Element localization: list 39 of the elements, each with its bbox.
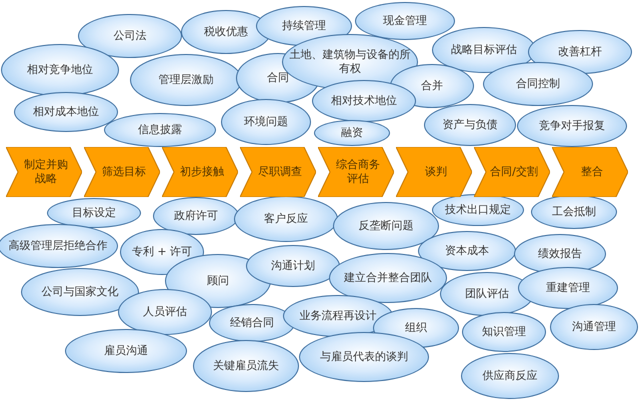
topic-ellipse: 沟通计划: [246, 245, 340, 287]
topic-ellipse: 环境问题: [221, 99, 311, 145]
process-step: 整合: [552, 147, 628, 197]
process-step: 综合商务评估: [318, 147, 394, 197]
topic-ellipse: 雇员沟通: [65, 329, 187, 373]
topic-ellipse: 相对技术地位: [312, 80, 416, 122]
process-step: 筛选目标: [84, 147, 160, 197]
process-step: 合同/交割: [474, 147, 550, 197]
process-step: 尽职调查: [240, 147, 316, 197]
topic-ellipse: 绩效报告: [514, 234, 606, 274]
topic-ellipse: 与雇员代表的谈判: [299, 332, 429, 382]
topic-ellipse: 资产与负债: [424, 104, 516, 146]
process-step: 制定并购战略: [6, 147, 82, 197]
topic-ellipse: 客户反应: [234, 196, 338, 242]
topic-ellipse: 高级管理层拒绝合作: [0, 224, 118, 268]
topic-ellipse: 关键雇员流失: [193, 340, 299, 392]
topic-ellipse: 反垄断问题: [333, 202, 439, 250]
topic-ellipse: 公司法: [78, 14, 182, 58]
topic-ellipse: 资本成本: [418, 231, 516, 271]
topic-ellipse: 管理层激励: [130, 54, 242, 106]
topic-ellipse: 工会抵制: [531, 195, 617, 229]
process-step: 初步接触: [162, 147, 238, 197]
topic-ellipse: 知识管理: [462, 312, 546, 352]
topic-ellipse: 信息披露: [104, 113, 216, 147]
topic-ellipse: 技术出口规定: [432, 194, 524, 226]
topic-ellipse: 供应商反应: [461, 353, 559, 399]
topic-ellipse: 现金管理: [355, 2, 455, 40]
topic-ellipse: 重建管理: [518, 267, 618, 309]
topic-ellipse: 沟通管理: [550, 304, 638, 350]
topic-ellipse: 公司与国家文化: [21, 268, 139, 316]
topic-ellipse: 政府许可: [153, 197, 239, 235]
topic-ellipse: 经销合同: [209, 304, 295, 342]
topic-ellipse: 竞争对手报复: [517, 105, 627, 147]
topic-ellipse: 融资: [314, 120, 390, 146]
topic-ellipse: 相对竞争地位: [1, 44, 119, 96]
topic-ellipse: 相对成本地位: [14, 92, 118, 132]
topic-ellipse: 合同控制: [483, 62, 593, 106]
topic-ellipse: 目标设定: [47, 198, 141, 228]
process-step: 谈判: [396, 147, 472, 197]
